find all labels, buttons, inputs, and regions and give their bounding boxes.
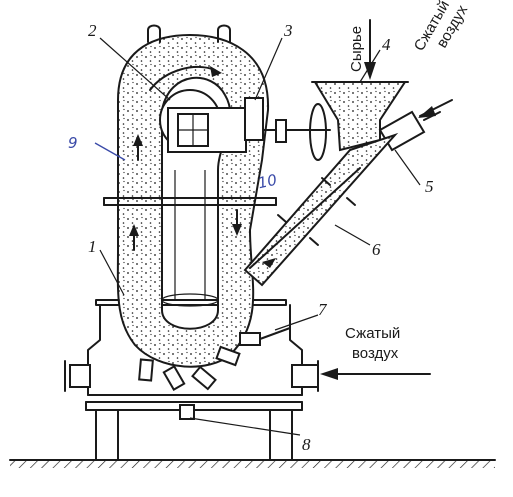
ejector — [378, 99, 453, 152]
label-3: 3 — [283, 21, 293, 40]
feed-pipe — [243, 132, 399, 287]
raw-material-caption: Сырье — [348, 26, 365, 72]
air-top-caption: Сжатый воздух — [411, 0, 472, 54]
handwritten-10: 10 — [256, 171, 278, 193]
handwritten-9: 9 — [68, 134, 78, 152]
label-5: 5 — [425, 177, 434, 196]
label-4: 4 — [382, 35, 391, 54]
flow-arrows — [129, 65, 242, 251]
air-right-caption-2: воздух — [352, 345, 399, 362]
label-7: 7 — [318, 300, 328, 319]
handwritten-leader — [94, 142, 126, 161]
classifier — [167, 97, 331, 161]
support-frame — [85, 401, 303, 461]
grinding-loop — [103, 24, 277, 368]
label-8: 8 — [302, 435, 311, 454]
floor — [9, 459, 496, 468]
label-1: 1 — [88, 237, 97, 256]
leader-lines — [94, 37, 421, 436]
air-right-caption-1: Сжатый — [345, 325, 400, 342]
nozzles — [138, 327, 291, 392]
label-6: 6 — [372, 240, 381, 259]
label-2: 2 — [88, 21, 97, 40]
